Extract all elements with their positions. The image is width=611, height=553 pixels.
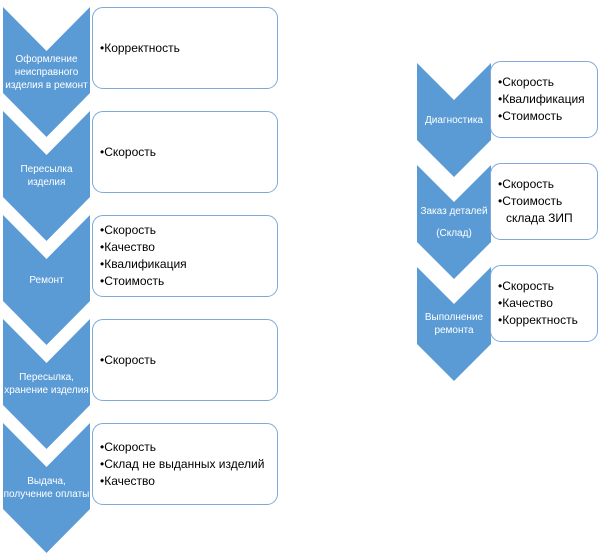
- criteria-list: СкоростьКвалификацияСтоимость: [498, 74, 592, 125]
- chevron-arrow: Заказ деталей (Склад): [417, 165, 491, 279]
- chevron-arrow: Выдача, получение оплаты: [3, 423, 90, 553]
- criteria-item: Скорость: [498, 74, 592, 91]
- step-label-line: Оформление: [15, 53, 78, 65]
- chevron-arrow: Выполнение ремонта: [417, 267, 491, 381]
- step-label-line: неисправного: [14, 66, 79, 78]
- step-label-line: Выполнение: [424, 312, 484, 323]
- chevron-arrow: Ремонт: [3, 215, 90, 345]
- criteria-list: СкоростьСклад не выданных изделийКачеств…: [100, 439, 272, 490]
- step-label-line: хранение изделия: [4, 385, 89, 396]
- step-label-line: Ремонт: [29, 274, 64, 286]
- criteria-item: Склад не выданных изделий: [100, 456, 272, 473]
- step-label-line: получение оплаты: [3, 489, 90, 500]
- step-label: Ремонт: [0, 215, 98, 345]
- chevron-shape: [3, 111, 90, 241]
- criteria-item: Стоимость: [498, 108, 592, 125]
- step-label: Выполнение ремонта: [409, 267, 499, 381]
- criteria-item: Стоимость склада ЗИП: [498, 193, 592, 227]
- criteria-item: Качество: [100, 239, 272, 256]
- step-label-line: изделия: [27, 177, 66, 188]
- step-label-line: Заказ деталей: [420, 205, 488, 217]
- chevron-arrow: Диагностика: [417, 63, 491, 177]
- criteria-list: Скорость: [100, 352, 272, 369]
- chevron-shape: [3, 423, 90, 553]
- criteria-box: СкоростьСклад не выданных изделийКачеств…: [92, 423, 278, 505]
- criteria-item: Скорость: [100, 222, 272, 239]
- step-label: Диагностика: [409, 63, 499, 177]
- criteria-item: Корректность: [498, 312, 592, 329]
- criteria-box: СкоростьКачествоКорректность: [490, 265, 598, 342]
- chevron-shape: [417, 63, 491, 177]
- criteria-box: Скорость: [92, 111, 278, 193]
- step-label-line: Пересылка,: [19, 372, 74, 383]
- criteria-item: Качество: [498, 295, 592, 312]
- step-label-line: Пересылка: [20, 164, 73, 175]
- criteria-item: Квалификация: [100, 256, 272, 273]
- criteria-item: Скорость: [100, 144, 272, 161]
- step-label: Пересылка, хранение изделия: [0, 319, 98, 449]
- chevron-arrow: Пересылка изделия: [3, 111, 90, 241]
- criteria-box: СкоростьКвалификацияСтоимость: [490, 61, 598, 138]
- step-label: Пересылка изделия: [0, 111, 98, 241]
- criteria-item: Скорость: [498, 278, 592, 295]
- criteria-list: СкоростьКачествоКорректность: [498, 278, 592, 329]
- criteria-item: Корректность: [100, 40, 272, 57]
- criteria-item: Квалификация: [498, 91, 592, 108]
- step-label-line: ремонта: [434, 325, 474, 336]
- step-label-line: Выдача,: [27, 476, 66, 487]
- chevron-shape: [3, 215, 90, 345]
- chevron-shape: [3, 7, 90, 137]
- step-label-line: (Склад): [436, 227, 472, 239]
- criteria-box: СкоростьКачествоКвалификацияСтоимость: [92, 215, 278, 297]
- chevron-shape: [417, 267, 491, 381]
- criteria-list: СкоростьКачествоКвалификацияСтоимость: [100, 222, 272, 290]
- criteria-box: Корректность: [92, 7, 278, 89]
- chevron-shape: [417, 165, 491, 279]
- criteria-item: Скорость: [100, 352, 272, 369]
- criteria-item: Скорость: [100, 439, 272, 456]
- criteria-box: Скорость: [92, 319, 278, 401]
- step-label-line: изделия в ремонт: [5, 79, 88, 91]
- criteria-item: Стоимость: [100, 273, 272, 290]
- chevron-shape: [3, 319, 90, 449]
- criteria-list: СкоростьСтоимость склада ЗИП: [498, 176, 592, 227]
- criteria-list: Корректность: [100, 40, 272, 57]
- chevron-arrow: Пересылка, хранение изделия: [3, 319, 90, 449]
- criteria-box: СкоростьСтоимость склада ЗИП: [490, 163, 598, 240]
- step-label: Заказ деталей (Склад): [409, 165, 499, 279]
- step-label-line: Диагностика: [425, 114, 483, 126]
- criteria-item: Качество: [100, 473, 272, 490]
- criteria-list: Скорость: [100, 144, 272, 161]
- criteria-item: Скорость: [498, 176, 592, 193]
- step-label: Выдача, получение оплаты: [0, 423, 98, 553]
